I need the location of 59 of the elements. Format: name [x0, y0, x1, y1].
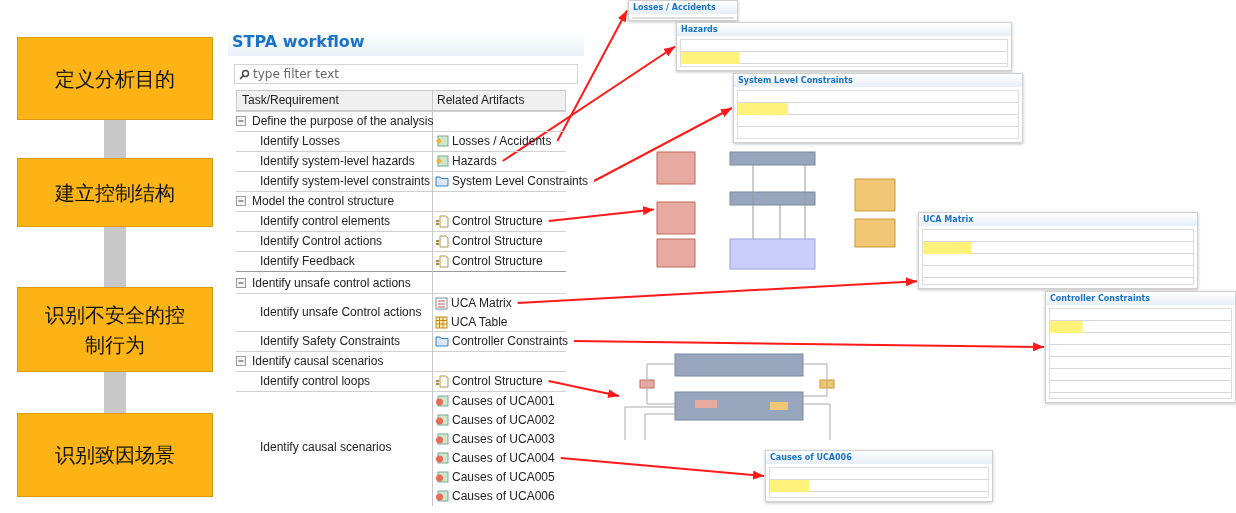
group-label: Model the control structure: [252, 193, 395, 210]
artifact-link: UCA Matrix: [451, 294, 512, 312]
panel-title: Hazards: [677, 23, 1011, 36]
column-header: Task/Requirement: [242, 92, 339, 109]
screenshot-panel: [676, 22, 1012, 71]
block-arrow: [104, 120, 126, 158]
screenshot-panel: [628, 0, 738, 21]
artifact-link: Control Structure: [452, 372, 543, 390]
panel-title: UCA Matrix: [919, 213, 1197, 226]
task-label: Identify system-level constraints: [260, 173, 431, 190]
group-label: Identify causal scenarios: [252, 353, 384, 370]
task-label: Identify Safety Constraints: [260, 333, 401, 350]
artifact-link: Causes of UCA003: [452, 431, 555, 448]
group-label: Identify unsafe control actions: [252, 275, 411, 292]
column-header: Related Artifacts: [437, 92, 525, 109]
artifact-link: System Level Constraints: [452, 172, 589, 190]
task-label: Identify system-level hazards: [260, 153, 415, 170]
step-box: 建立控制结构: [17, 158, 213, 227]
task-label: Identify control loops: [260, 373, 371, 390]
artifact-link: Causes of UCA001: [452, 393, 555, 410]
artifact-link: Control Structure: [452, 253, 543, 270]
artifact-link: Causes of UCA002: [452, 412, 555, 429]
artifact-link: Causes of UCA006: [452, 488, 555, 505]
filter-input-field: type filter text: [234, 64, 578, 84]
task-label: Identify causal scenarios: [260, 439, 392, 456]
arrow: [593, 107, 733, 182]
arrow: [501, 45, 676, 162]
arrow: [547, 380, 620, 399]
group-label: Define the purpose of the analysis: [252, 113, 434, 130]
arrow: [547, 206, 655, 222]
screenshot-panel: [1045, 291, 1236, 403]
arrow: [559, 457, 765, 480]
arrow: [516, 277, 918, 304]
screenshot-panel: [918, 212, 1198, 289]
artifact-link: Hazards: [452, 152, 497, 170]
panel-title: System Level Constraints: [734, 74, 1022, 87]
artifact-link: Control Structure: [452, 233, 543, 250]
step-box: 识别不安全的控制行为: [17, 287, 213, 372]
panel-title: Losses / Accidents: [629, 1, 737, 14]
panel-title: Causes of UCA006: [766, 451, 992, 464]
artifact-link: Controller Constraints: [452, 332, 569, 350]
task-label: Identify unsafe Control actions: [260, 304, 422, 321]
artifact-link: Control Structure: [452, 212, 543, 230]
task-label: Identify Feedback: [260, 253, 355, 270]
task-label: Identify Control actions: [260, 233, 383, 250]
artifact-link: UCA Table: [451, 314, 508, 331]
task-label: Identify Losses: [260, 133, 341, 150]
arrow: [573, 340, 1045, 352]
block-arrow: [104, 372, 126, 413]
screenshot-panel: [733, 73, 1023, 143]
step-box: 识别致因场景: [17, 413, 213, 497]
artifact-link: Causes of UCA005: [452, 469, 555, 486]
task-label: Identify control elements: [260, 213, 391, 230]
panel-title: Controller Constraints: [1046, 292, 1235, 305]
block-arrow: [104, 227, 126, 287]
artifact-link: Causes of UCA004: [452, 449, 555, 467]
step-box: 定义分析目的: [17, 37, 213, 120]
screenshot-panel: [765, 450, 993, 502]
arrow: [556, 9, 628, 142]
